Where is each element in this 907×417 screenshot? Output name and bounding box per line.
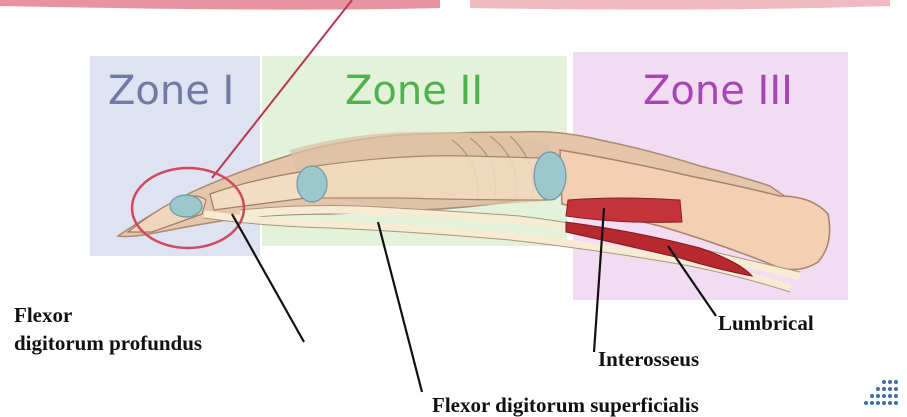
header-text-fragment	[0, 0, 440, 10]
fdp-label-line1: Flexor	[14, 303, 72, 327]
zone-3-label: Zone III	[643, 68, 793, 114]
fds-leader-line	[378, 222, 422, 392]
header-text-fragment-right	[470, 0, 890, 10]
interosseus-muscle	[566, 198, 682, 222]
mcp-joint-sheath	[534, 152, 566, 200]
dip-joint-sheath	[170, 195, 202, 217]
fdp-label-line2: digitorum profundus	[14, 331, 202, 355]
interosseus-label: Interosseus	[598, 347, 699, 371]
zone-1-label: Zone I	[108, 68, 234, 114]
proximal-phalanx	[316, 156, 548, 200]
fds-label: Flexor digitorum superficialis	[432, 393, 699, 417]
lumbrical-label: Lumbrical	[718, 311, 814, 335]
dotted-logo-icon	[864, 380, 898, 405]
pip-joint-sheath	[297, 166, 327, 202]
zone-2-label: Zone II	[345, 68, 483, 114]
